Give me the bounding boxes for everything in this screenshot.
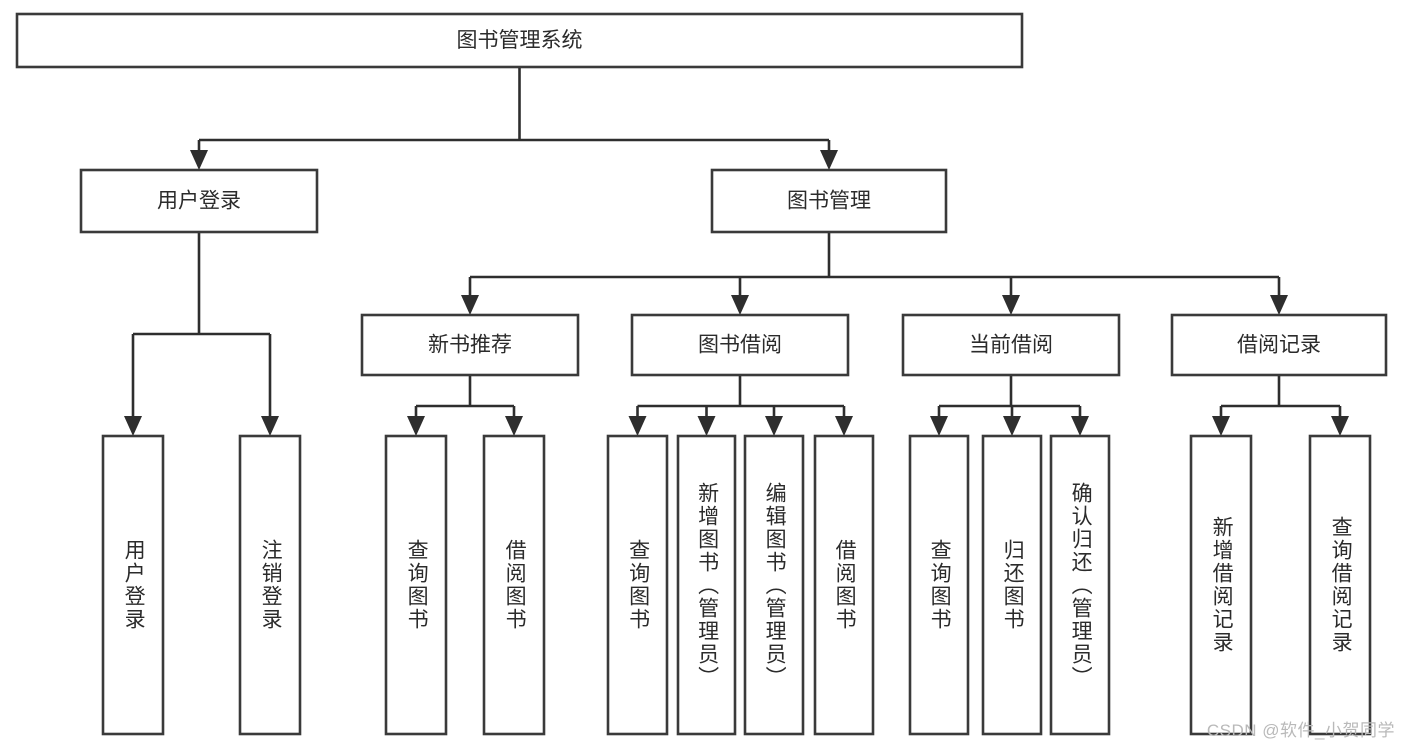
- arrow-head-icon: [697, 416, 716, 436]
- node-box-root[interactable]: [15, 12, 1024, 69]
- arrow-head-icon: [407, 416, 425, 436]
- arrow-head-icon: [1003, 416, 1021, 436]
- arrow-head-icon: [505, 416, 523, 436]
- arrow-head-icon: [261, 416, 279, 436]
- node-box-leaf-return-book[interactable]: [981, 434, 1043, 736]
- node-box-leaf-edit-book[interactable]: [743, 434, 805, 736]
- node-box-leaf-query-book-3[interactable]: [908, 434, 970, 736]
- arrow-head-icon: [124, 416, 142, 436]
- node-label-new-book-recommend: 新书推荐: [428, 334, 512, 357]
- node-box-leaf-query-book-2[interactable]: [606, 434, 669, 736]
- node-box-leaf-user-login[interactable]: [101, 434, 165, 736]
- arrow-head-icon: [1002, 295, 1020, 315]
- node-box-current-borrow[interactable]: [901, 313, 1121, 377]
- node-box-leaf-add-book[interactable]: [676, 434, 737, 736]
- arrow-head-icon: [190, 150, 208, 170]
- arrow-head-icon: [1071, 416, 1089, 436]
- arrow-head-icon: [835, 416, 853, 436]
- node-label-user-login: 用户登录: [157, 190, 241, 213]
- arrow-head-icon: [1331, 416, 1349, 436]
- arrow-head-icon: [628, 416, 647, 436]
- node-box-book-management[interactable]: [710, 168, 948, 234]
- node-box-leaf-query-record[interactable]: [1308, 434, 1372, 736]
- node-box-leaf-borrow-book-1[interactable]: [482, 434, 546, 736]
- arrow-head-icon: [461, 295, 479, 315]
- node-label-book-borrow: 图书借阅: [698, 334, 782, 357]
- arrow-head-icon: [930, 416, 948, 436]
- node-box-leaf-add-record[interactable]: [1189, 434, 1253, 736]
- arrow-head-icon: [820, 150, 838, 170]
- arrow-head-icon: [765, 416, 783, 436]
- node-box-leaf-query-book-1[interactable]: [384, 434, 448, 736]
- node-box-borrow-record[interactable]: [1170, 313, 1388, 377]
- node-box-leaf-logout[interactable]: [238, 434, 302, 736]
- node-box-leaf-confirm-return[interactable]: [1049, 434, 1111, 736]
- node-box-leaf-borrow-book-2[interactable]: [813, 434, 875, 736]
- node-label-current-borrow: 当前借阅: [969, 334, 1053, 357]
- csdn-watermark: CSDN @软件_小贺同学: [1206, 721, 1395, 740]
- node-label-book-management: 图书管理: [787, 190, 871, 213]
- arrow-head-icon: [1212, 416, 1230, 436]
- arrow-head-icon: [731, 295, 749, 315]
- arrow-head-icon: [1270, 295, 1288, 315]
- boxes-layer: [15, 12, 1388, 736]
- node-box-user-login[interactable]: [79, 168, 319, 234]
- node-box-book-borrow[interactable]: [630, 313, 850, 377]
- connectors-layer: [124, 67, 1349, 436]
- node-box-new-book-recommend[interactable]: [360, 313, 580, 377]
- node-label-borrow-record: 借阅记录: [1237, 334, 1321, 357]
- node-label-root: 图书管理系统: [457, 29, 583, 52]
